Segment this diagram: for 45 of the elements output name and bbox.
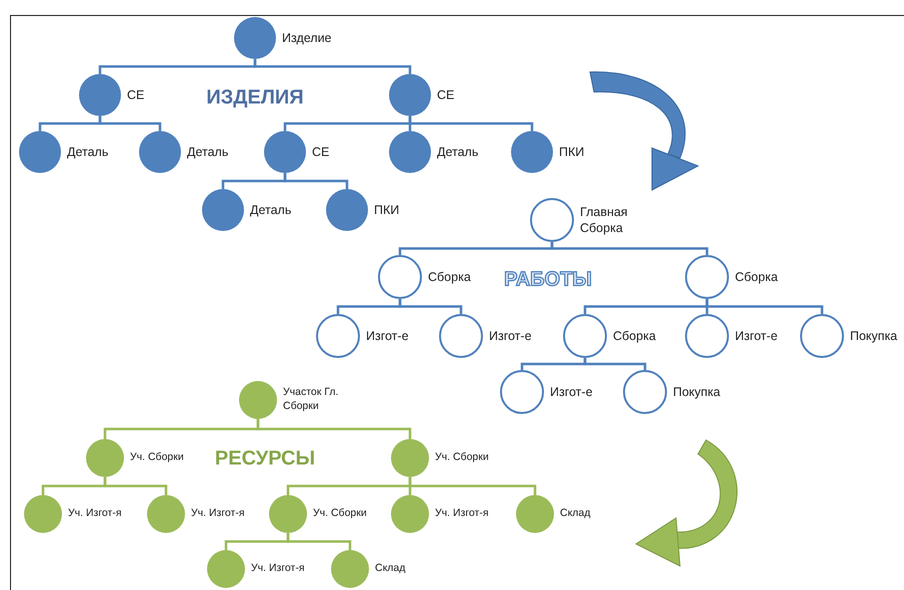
node-label: Склад [375,562,406,576]
connector-line [408,116,534,131]
node-label: Деталь [67,144,108,160]
node-label: Сборка [428,268,471,286]
node-label: Уч. Сборки [435,451,489,465]
node-label: Изгот-е [735,328,778,344]
node-label: Уч. Изгот-я [435,507,489,521]
node-label: Склад [560,507,590,521]
node-label: Уч. Изгот-я [251,562,305,576]
connector-line [286,533,352,550]
node-label: Уч. Изгот-я [191,507,245,521]
node-label: Изгот-е [489,328,532,344]
connector-line [254,59,412,74]
node-label: Изгот-е [550,384,593,400]
section-title: РАБОТЫ [504,268,592,292]
node-label: Уч. Сборки [130,451,184,465]
section-title: ИЗДЕЛИЯ [206,86,304,110]
node-label: Деталь [187,144,228,160]
node-label: Деталь [437,144,478,160]
connector-line [104,477,168,495]
node-label: Сборка [613,328,656,344]
node-label: Покупка [673,384,720,400]
node-label: СЕ [312,144,330,160]
node-label: Изгот-е [366,328,409,344]
node-label: Участок Гл. Сборки [283,386,340,414]
node-label: Деталь [250,202,292,218]
node-label: ПКИ [559,144,584,160]
node-label: Уч. Сборки [313,507,367,521]
connector-line [584,358,646,370]
node-label: Изделие [282,30,332,46]
connector-line [706,299,824,314]
connector-line [550,242,708,255]
section-title: РЕСУРСЫ [214,448,316,470]
node-label: Сборка [735,268,778,286]
node-label: Уч. Изгот-я [68,507,122,521]
connector-line [256,419,412,439]
node-label: Покупка [850,328,898,344]
connector-line [284,173,348,189]
node-label: ПКИ [374,202,400,218]
node-label: Главная Сборка [580,204,629,236]
connector-line [408,477,536,495]
node-label: СЕ [127,86,144,104]
connector-line [98,116,162,131]
connector-line [398,299,462,314]
node-label: СЕ [437,86,454,104]
